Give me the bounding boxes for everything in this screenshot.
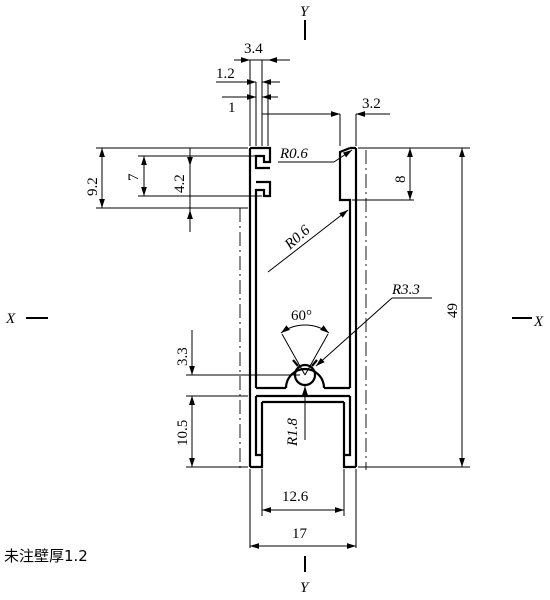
dim-4-2: 4.2: [172, 174, 188, 193]
wall-thickness-note: 未注壁厚1.2: [4, 547, 88, 565]
extension-lines: [96, 60, 470, 548]
axis-y-top-label: Y: [300, 4, 310, 20]
profile-outline: [248, 146, 358, 469]
dim-10-5: 10.5: [175, 420, 191, 446]
dim-1-2: 1.2: [216, 66, 235, 82]
dim-17: 17: [292, 526, 308, 542]
dim-8: 8: [393, 176, 409, 184]
dimension-lines: [99, 57, 465, 549]
radius-hole-label: R3.3: [391, 282, 420, 298]
radius-top-label: R0.6: [279, 146, 308, 162]
angle-label: 60°: [291, 308, 312, 324]
dim-7: 7: [126, 173, 142, 181]
dim-3-4: 3.4: [244, 41, 263, 57]
wall-centerlines: [239, 150, 367, 470]
dim-9-2: 9.2: [85, 177, 101, 196]
dim-12-6: 12.6: [282, 489, 309, 505]
axis-x-right-label: X: [533, 314, 544, 330]
dim-3-2: 3.2: [362, 96, 381, 112]
dim-1: 1: [228, 100, 236, 116]
dim-49: 49: [445, 303, 461, 318]
labels: Y Y X X 3.4 1.2 1 3.2 9.2 7 4.2 8 49 3.3…: [5, 4, 544, 596]
axis-x-left-label: X: [5, 311, 16, 327]
dim-3-3: 3.3: [175, 347, 191, 366]
radius-small-label: R1.8: [285, 418, 301, 447]
axis-lines: [26, 20, 532, 572]
axis-y-bottom-label: Y: [300, 580, 310, 596]
